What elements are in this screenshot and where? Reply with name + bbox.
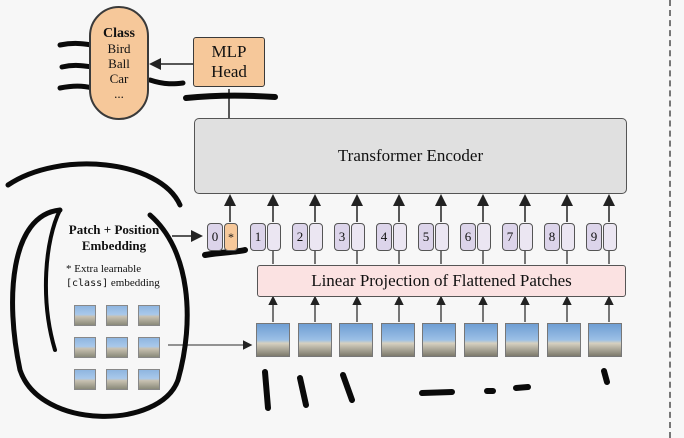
token-9: 9 [586, 223, 617, 251]
mark-2 [297, 375, 309, 408]
token-index: 0 [207, 223, 223, 251]
token-embedding [561, 223, 575, 251]
token-embedding [603, 223, 617, 251]
token-5: 5 [418, 223, 449, 251]
grid-patch [106, 305, 128, 326]
token-1: 1 [250, 223, 281, 251]
grid-patch [106, 337, 128, 358]
mlp-head: MLP Head [193, 37, 265, 87]
legend-note-line1: * Extra learnable [66, 263, 142, 275]
token-index: 9 [586, 223, 602, 251]
flattened-patch [380, 323, 415, 357]
dashed-divider [669, 0, 671, 438]
projection-lines [268, 251, 614, 322]
legend-note-code: [class] [66, 278, 109, 289]
mark-3 [340, 372, 355, 403]
token-embedding [351, 223, 365, 251]
token-embedding [519, 223, 533, 251]
flattened-patch [297, 323, 332, 357]
token-index: 4 [376, 223, 392, 251]
token-embedding [309, 223, 323, 251]
legend-note: * Extra learnable [class] embedding [66, 262, 186, 291]
class-item: Ball [108, 56, 130, 71]
grid-patch [74, 305, 96, 326]
token-embedding [267, 223, 281, 251]
grid-patch [74, 369, 96, 390]
legend-title-line2: Embedding [81, 238, 147, 253]
mark-1 [262, 369, 271, 411]
flattened-patch [422, 323, 456, 357]
scribble-right [147, 77, 186, 87]
token-index: 7 [502, 223, 518, 251]
scribble-bird [57, 40, 95, 48]
flattened-patch [588, 323, 622, 357]
handwritten-loop [5, 161, 190, 419]
token-index: 8 [544, 223, 560, 251]
flattened-patch [256, 323, 290, 357]
class-output: Class Bird Ball Car ... [89, 6, 149, 120]
token-2: 2 [292, 223, 323, 251]
linear-projection: Linear Projection of Flattened Patches [257, 265, 626, 297]
token-8: 8 [544, 223, 575, 251]
legend-note-line2: [class] embedding [66, 276, 186, 291]
token-0: 0* [207, 223, 238, 251]
token-embedding [477, 223, 491, 251]
flattened-patch [546, 323, 581, 357]
class-item: Car [109, 71, 129, 86]
legend-note-rest: embedding [108, 277, 160, 289]
flattened-patch [339, 323, 373, 357]
class-title: Class [103, 26, 135, 41]
token-index: 5 [418, 223, 434, 251]
token-6: 6 [460, 223, 491, 251]
linear-projection-label: Linear Projection of Flattened Patches [311, 271, 572, 290]
mlp-head-line2: Head [211, 62, 247, 81]
scribble-car [57, 83, 95, 91]
grid-patch [74, 337, 96, 358]
token-embedding [393, 223, 407, 251]
token-embedding: * [224, 223, 238, 251]
grid-patch [106, 369, 128, 390]
grid-patch [138, 369, 160, 390]
token-4: 4 [376, 223, 407, 251]
token-arrows [224, 194, 615, 222]
legend-title-line1: Patch + Position [68, 222, 160, 237]
token-embedding [435, 223, 449, 251]
flattened-patch [505, 323, 539, 357]
token-index: 3 [334, 223, 350, 251]
grid-patch [138, 305, 160, 326]
class-item: Bird [107, 41, 131, 56]
token-index: 2 [292, 223, 308, 251]
token-index: 1 [250, 223, 266, 251]
scribble-ball [59, 62, 95, 70]
mlp-head-line1: MLP [211, 42, 247, 61]
handwritten-inner-stroke [43, 208, 62, 352]
transformer-encoder-label: Transformer Encoder [337, 146, 484, 165]
token-index: 6 [460, 223, 476, 251]
mark-7 [601, 368, 610, 385]
legend-title: Patch + Position Embedding [50, 222, 178, 254]
token-7: 7 [502, 223, 533, 251]
scribble-under-token0 [202, 247, 248, 258]
mark-6 [513, 384, 531, 391]
flattened-patch [463, 323, 498, 357]
class-item: ... [114, 86, 124, 101]
scribble-under-mlp [183, 92, 278, 101]
mark-4 [419, 389, 455, 396]
grid-patch [138, 337, 160, 358]
token-3: 3 [334, 223, 365, 251]
transformer-encoder: Transformer Encoder [194, 118, 627, 194]
